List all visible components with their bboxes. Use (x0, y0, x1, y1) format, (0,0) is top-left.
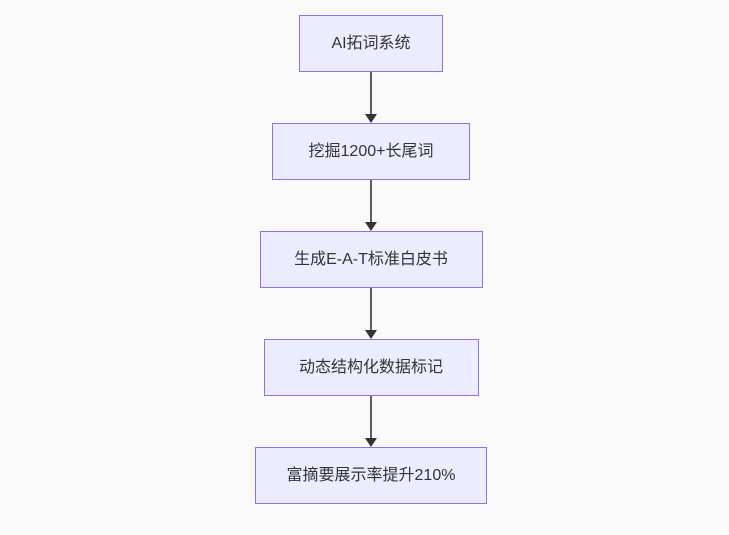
node-label: AI拓词系统 (331, 34, 411, 52)
node-label: 挖掘1200+长尾词 (308, 142, 434, 160)
node-label: 生成E-A-T标准白皮书 (294, 250, 448, 268)
arrow-line (370, 396, 372, 438)
arrow-down (365, 288, 377, 339)
arrowhead-icon (365, 114, 377, 123)
flow-node-longtail-keywords: 挖掘1200+长尾词 (272, 123, 470, 180)
arrowhead-icon (365, 438, 377, 447)
flow-node-rich-snippet-result: 富摘要展示率提升210% (255, 447, 487, 504)
arrow-down (365, 72, 377, 123)
arrowhead-icon (365, 330, 377, 339)
node-label: 动态结构化数据标记 (298, 358, 443, 376)
flow-node-eat-whitepaper: 生成E-A-T标准白皮书 (259, 231, 483, 288)
arrowhead-icon (365, 222, 377, 231)
flow-node-structured-data: 动态结构化数据标记 (263, 339, 479, 396)
flowchart-canvas: AI拓词系统 挖掘1200+长尾词 生成E-A-T标准白皮书 动态结构化数据标记… (255, 15, 487, 504)
arrow-line (370, 180, 372, 222)
node-label: 富摘要展示率提升210% (286, 466, 456, 484)
arrow-down (365, 396, 377, 447)
arrow-down (365, 180, 377, 231)
flow-node-ai-system: AI拓词系统 (299, 15, 443, 72)
arrow-line (370, 288, 372, 330)
arrow-line (370, 72, 372, 114)
